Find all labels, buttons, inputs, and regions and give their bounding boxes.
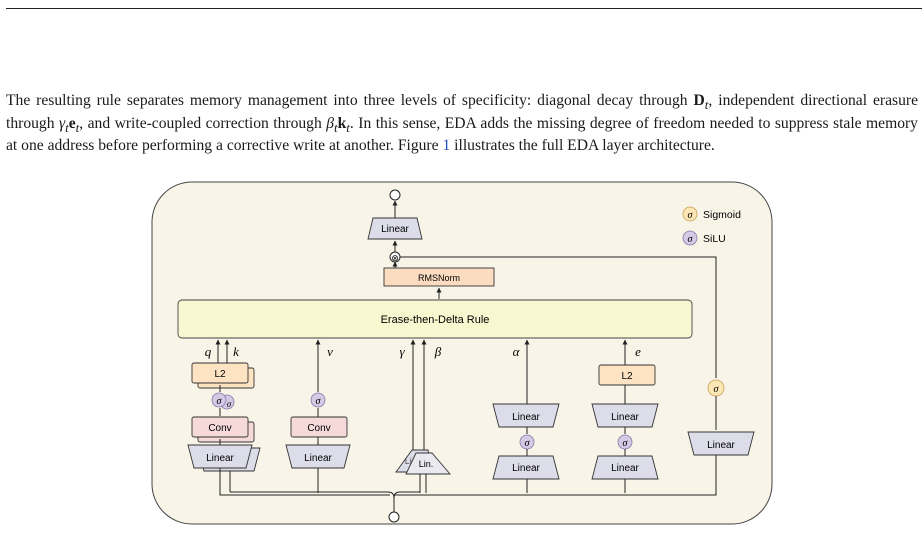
legend-silu-label: SiLU xyxy=(703,233,726,245)
figure-reference-link[interactable]: 1 xyxy=(442,137,451,155)
e-linear-bottom-label: Linear xyxy=(611,463,639,474)
alpha-linear-top-label: Linear xyxy=(512,412,540,423)
erase-then-delta-rule-block xyxy=(177,299,693,339)
e-linear-top-block xyxy=(591,403,659,428)
legend-silu: σ SiLU xyxy=(682,230,726,246)
qk-linear-label: Linear xyxy=(206,453,234,464)
rule-label: Erase-then-Delta Rule xyxy=(381,314,490,326)
decay-symbol: D xyxy=(693,92,705,109)
v-linear-block xyxy=(285,444,351,469)
alpha-linear-top-block xyxy=(492,403,560,428)
output-node xyxy=(389,189,401,201)
output-linear-label: Linear xyxy=(381,224,409,235)
svg-text:⊗: ⊗ xyxy=(391,253,399,263)
label-k: k xyxy=(233,344,239,359)
qk-l2-label: L2 xyxy=(214,369,226,380)
figure-panel xyxy=(151,181,773,525)
v-silu-icon xyxy=(310,392,326,408)
erase-vector-symbol: e xyxy=(68,114,76,132)
v-linear-label: Linear xyxy=(304,453,332,464)
gamma-symbol: γ xyxy=(58,114,66,132)
svg-text:σ: σ xyxy=(217,396,223,407)
label-e: e xyxy=(635,344,641,359)
qk-silu-icon xyxy=(211,392,227,408)
gate-linear-block xyxy=(687,431,755,456)
v-conv-label: Conv xyxy=(307,423,330,434)
svg-text:σ: σ xyxy=(227,399,232,409)
e-linear-bottom-block xyxy=(591,455,659,480)
sigmoid-legend-icon xyxy=(682,206,698,222)
eda-architecture-figure: σ Sigmoid σ SiLU Linear ⊗ σ Linear RMSNo… xyxy=(151,181,773,525)
body-paragraph: The resulting rule separates memory mana… xyxy=(6,92,919,155)
svg-text:σ: σ xyxy=(688,234,694,245)
legend-sigmoid-label: Sigmoid xyxy=(703,209,741,221)
e-l2-label: L2 xyxy=(621,371,633,382)
input-node xyxy=(388,511,400,523)
label-gamma: γ xyxy=(399,344,405,359)
label-alpha: α xyxy=(513,344,521,359)
qk-l2-block xyxy=(191,362,249,384)
svg-text:σ: σ xyxy=(316,396,322,407)
e-l2-block xyxy=(598,364,656,386)
key-vector-symbol: k xyxy=(337,114,347,132)
alpha-linear-bottom-label: Linear xyxy=(512,463,540,474)
qk-linear-block xyxy=(187,444,253,469)
svg-text:σ: σ xyxy=(714,384,720,395)
label-v: v xyxy=(327,344,333,359)
gamma-beta-linear-label: Lin. xyxy=(419,459,434,469)
qk-conv-label: Conv xyxy=(208,423,231,434)
svg-text:σ: σ xyxy=(525,438,531,449)
gate-linear-label: Linear xyxy=(707,440,735,451)
svg-text:σ: σ xyxy=(688,210,694,221)
label-beta: β xyxy=(434,344,442,359)
qk-conv-block xyxy=(191,416,249,438)
e-linear-top-label: Linear xyxy=(611,412,639,423)
beta-symbol: β xyxy=(326,114,334,132)
alpha-linear-bottom-block xyxy=(492,455,560,480)
v-conv-block xyxy=(290,416,348,438)
output-linear-block xyxy=(367,217,423,240)
top-rule xyxy=(6,8,922,9)
silu-legend-icon xyxy=(682,230,698,246)
legend-sigmoid: σ Sigmoid xyxy=(682,206,741,222)
rmsnorm-label: RMSNorm xyxy=(418,273,460,283)
rmsnorm-block xyxy=(383,267,495,287)
label-q: q xyxy=(205,344,212,359)
svg-text:σ: σ xyxy=(623,438,629,449)
gamma-beta-linear-block xyxy=(405,452,451,475)
